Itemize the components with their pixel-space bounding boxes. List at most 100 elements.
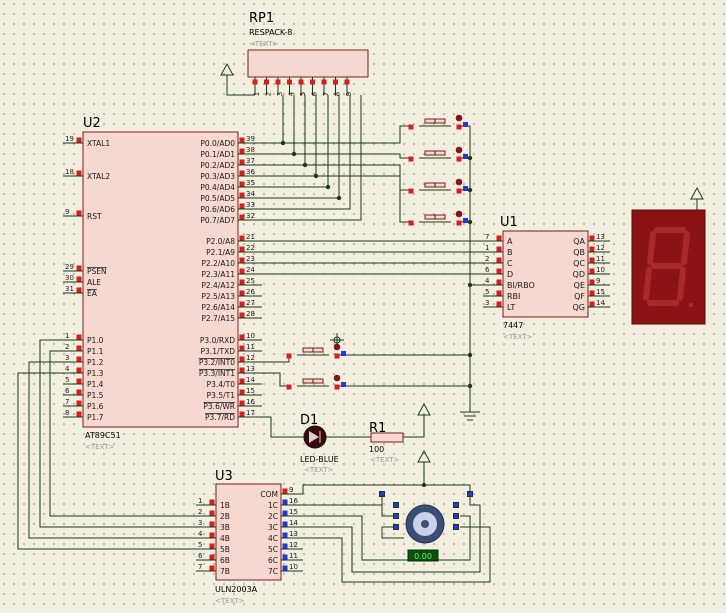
pin-marker (589, 235, 595, 241)
wire (262, 95, 329, 188)
pin-marker (76, 210, 82, 216)
stepper-motor[interactable]: 0.00 (405, 504, 445, 562)
u3-driver[interactable]: U3 ULN2003A <TEXT> 1B12B23B34B45B56B67B7… (196, 469, 303, 605)
pin-name: A (507, 237, 513, 246)
pin-name: P3.4/T0 (207, 380, 236, 389)
pin-3: LT3 (485, 299, 515, 312)
push-button[interactable] (408, 146, 469, 162)
pin-number: 23 (246, 255, 255, 263)
r1-value: 100 (369, 445, 384, 454)
pin-marker (589, 290, 595, 296)
wire (262, 95, 295, 155)
push-buttons[interactable] (286, 114, 469, 390)
pin-marker (239, 181, 245, 187)
button-indicator-icon (455, 146, 463, 154)
pin-7: A7 (485, 233, 513, 246)
pin-marker (341, 382, 346, 387)
pin-number: 10 (246, 332, 255, 340)
push-button[interactable] (408, 210, 469, 226)
rp1-type: RESPACK-8 (249, 28, 292, 37)
seven-segment-display[interactable] (631, 209, 706, 325)
pin-marker (589, 301, 595, 307)
pin-number: 6 (311, 91, 319, 96)
pin-5: P1.45 (65, 376, 104, 389)
wire (262, 95, 340, 199)
pin-number: 1 (485, 244, 489, 252)
pin-number: 18 (65, 168, 74, 176)
push-button[interactable] (408, 178, 469, 194)
pin-number: 5 (485, 288, 489, 296)
pin-name: P1.7 (87, 413, 104, 422)
pin-name: B (507, 248, 513, 257)
pin-marker (209, 565, 215, 571)
power-arrow-icon (417, 402, 431, 416)
pin-marker (408, 124, 414, 130)
pin-marker (76, 137, 82, 143)
pin-marker (239, 378, 245, 384)
pin-name: RST (87, 212, 102, 221)
pin-name: 2B (220, 512, 230, 521)
u2-microcontroller[interactable]: U2 AT89C51 <TEXT> XTAL119XTAL218RST9PSEN… (63, 116, 262, 451)
pin-name: P2.7/A15 (201, 314, 235, 323)
junction-dot (467, 352, 473, 358)
pin-marker (239, 400, 245, 406)
u1-text: <TEXT> (503, 333, 533, 341)
pin-number: 19 (65, 135, 74, 143)
push-button[interactable] (286, 343, 347, 359)
pin-marker (496, 268, 502, 274)
pin-marker (287, 79, 292, 85)
pin-number: 6 (198, 552, 203, 560)
push-button[interactable] (408, 114, 469, 130)
push-button[interactable] (286, 374, 347, 390)
pin-marker (496, 301, 502, 307)
pin-marker (496, 279, 502, 285)
u1-type: 7447 (503, 321, 523, 330)
pin-marker (239, 290, 245, 296)
junction-dot (421, 482, 427, 488)
u2-ref: U2 (83, 116, 101, 131)
pin-number: 6 (485, 266, 490, 274)
pin-marker (463, 122, 468, 127)
pin-marker (209, 521, 215, 527)
wire (302, 462, 425, 494)
pin-marker (334, 353, 340, 359)
pin-marker (239, 192, 245, 198)
wire (262, 416, 304, 438)
pin-name: P0.2/AD2 (200, 161, 235, 170)
wire (381, 526, 404, 539)
r1-resistor[interactable]: R1 100 <TEXT> (369, 421, 404, 464)
pin-name: P2.3/A11 (201, 270, 235, 279)
pin-name: EA (87, 289, 98, 298)
pin-name: QA (573, 237, 585, 246)
d1-led[interactable]: D1 LED-BLUE <TEXT> (300, 413, 339, 474)
pin-number: 13 (596, 233, 605, 241)
pin-number: 14 (596, 299, 605, 307)
pin-marker (456, 156, 462, 162)
pin-number: 3 (65, 354, 69, 362)
rp1-text: <TEXT> (249, 40, 279, 48)
pin-marker (239, 246, 245, 252)
pin-marker (321, 79, 327, 85)
pin-number: 33 (246, 201, 255, 209)
wire (303, 494, 481, 573)
pin-number: 1 (65, 332, 69, 340)
pin-marker (333, 79, 338, 85)
pin-number: 26 (246, 288, 255, 296)
